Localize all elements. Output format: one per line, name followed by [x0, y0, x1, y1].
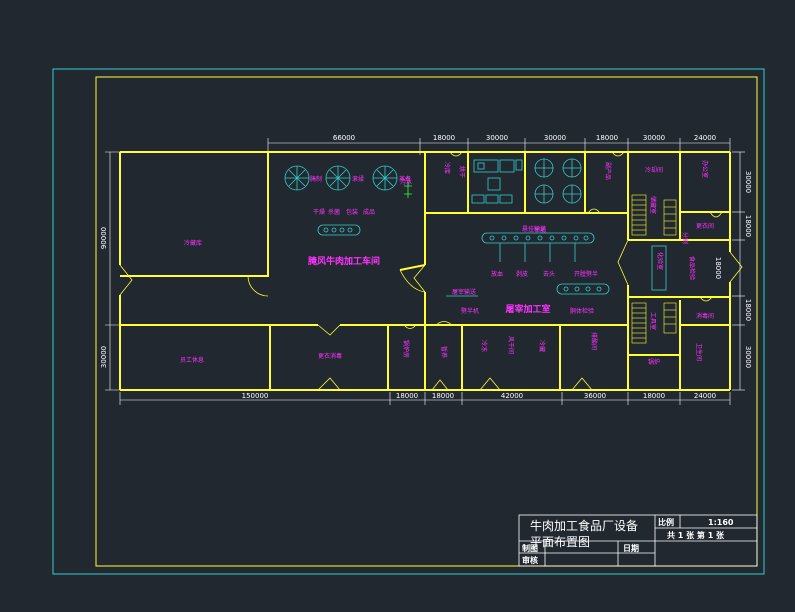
tank-label-2: 滚揉 — [352, 175, 364, 183]
room-label-h: 工具室 — [649, 312, 657, 330]
rail-label: 悬挂输送 — [522, 225, 546, 233]
tank-label-3: 蒸煮 — [399, 175, 411, 183]
room-label-i: 化验室 — [656, 252, 664, 270]
dimension-lines — [105, 138, 745, 405]
station-label-2: 剥皮 — [516, 270, 528, 278]
room-staff-rest: 员工休息 — [180, 356, 204, 364]
sheet-info: 共 1 张 第 1 张 — [667, 530, 725, 540]
tank-label-1: 腌制 — [310, 175, 322, 183]
room-label-q: 污水 — [400, 178, 412, 186]
room-label-r: 宰前 — [534, 226, 546, 234]
drawing-title-line1: 牛肉加工食品厂设备 — [530, 518, 638, 533]
room-label-a: 冷库 — [443, 162, 451, 174]
equip-label-2: 杀菌 — [328, 208, 340, 216]
room-label-m: 更衣间 — [696, 222, 714, 230]
green-marker — [404, 182, 412, 198]
tank-label-4: 烘干 — [458, 166, 466, 178]
date-label: 日期 — [623, 543, 639, 553]
title-block-frame — [518, 514, 758, 567]
dim-right-3: 18000 — [714, 257, 722, 279]
dim-bottom-5: 36000 — [584, 392, 606, 400]
door-swings — [119, 151, 743, 391]
room-label-d: 暂养 — [440, 346, 448, 358]
room-label-c: 冷却间 — [645, 166, 663, 174]
dim-right-4: 18000 — [744, 299, 752, 321]
room-label-boiler: 锅炉房 — [402, 340, 410, 358]
dim-bottom-3: 18000 — [432, 392, 454, 400]
dim-bottom-6: 18000 — [643, 392, 665, 400]
room-label-l: 办公室 — [701, 160, 709, 178]
drawn-label: 制图 — [522, 543, 538, 553]
room-label-e: 冷冻 — [480, 340, 488, 352]
station-label-5: 分割 — [681, 232, 689, 244]
room-main-hall: 腌风牛肉加工车间 — [308, 255, 380, 267]
small-label-1: 屠宰输送 — [452, 288, 476, 296]
station-label-1: 放血 — [491, 270, 503, 278]
dim-right-1: 30000 — [744, 171, 752, 193]
drawing-title-line2: 平面布置图 — [530, 535, 590, 549]
room-changing: 更衣消毒 — [318, 352, 342, 360]
small-label-3: 胴体检验 — [570, 307, 594, 315]
dim-left-2: 30000 — [100, 346, 108, 368]
dim-top-7: 24000 — [694, 134, 716, 142]
dim-top-2: 18000 — [433, 134, 455, 142]
dim-bottom-4: 42000 — [501, 392, 523, 400]
room-label-g: 储藏室 — [649, 196, 657, 214]
room-label-f: 风干间 — [507, 336, 515, 354]
station-label-3: 去头 — [543, 270, 555, 278]
dim-bottom-2: 18000 — [396, 392, 418, 400]
scale-value: 1:160 — [708, 518, 734, 527]
dim-top-4: 30000 — [544, 134, 566, 142]
room-label-k: 食品检验 — [688, 256, 696, 280]
dim-bottom-7: 24000 — [694, 392, 716, 400]
building-walls — [119, 151, 731, 391]
small-label-2: 劈半机 — [461, 307, 479, 315]
dim-bottom-1: 150000 — [242, 392, 269, 400]
stairs — [631, 194, 677, 344]
dim-top-6: 30000 — [643, 134, 665, 142]
room-label-j: 排酸间 — [590, 332, 598, 350]
scale-label: 比例 — [658, 517, 674, 527]
equip-label-4: 成品 — [363, 208, 375, 216]
equip-label-1: 干燥 — [313, 208, 325, 216]
room-label-n: 卫生间 — [695, 343, 703, 361]
dim-right-2: 18000 — [744, 215, 752, 237]
dim-right-5: 30000 — [744, 346, 752, 368]
inner-frame — [95, 76, 758, 567]
outer-frame — [52, 68, 765, 575]
dim-top-1: 66000 — [333, 134, 355, 142]
room-label-p: 锅炉 — [648, 358, 660, 366]
equip-label-3: 包装 — [346, 208, 358, 216]
dim-left-1: 90000 — [100, 227, 108, 249]
dim-top-5: 18000 — [596, 134, 618, 142]
room-label-b: 副产品 — [604, 162, 612, 180]
room-cold-storage: 冷藏库 — [184, 239, 202, 247]
dim-top-3: 30000 — [486, 134, 508, 142]
station-label-4: 开膛劈半 — [574, 270, 598, 278]
equipment — [284, 158, 667, 297]
checked-label: 审核 — [522, 555, 538, 565]
room-label-o: 消毒间 — [696, 312, 714, 320]
room-label-s: 冷藏 — [538, 340, 546, 352]
room-slaughter-hall: 屠宰加工室 — [504, 303, 550, 315]
